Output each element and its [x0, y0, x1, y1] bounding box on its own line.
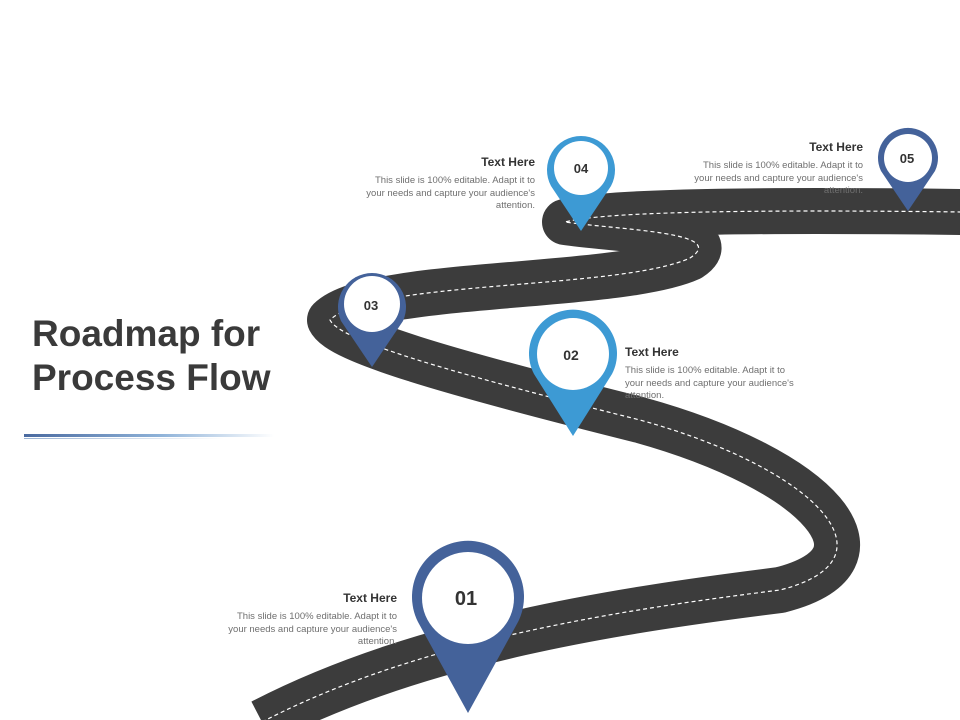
milestone-marker-04: 04	[547, 135, 616, 231]
callout-body: This slide is 100% editable. Adapt it to…	[694, 160, 863, 196]
milestone-number: 04	[574, 161, 589, 176]
callout-heading: Text Here	[625, 345, 679, 359]
page-title: Roadmap for Process Flow	[32, 312, 302, 400]
title-underline	[24, 434, 274, 439]
milestone-marker-01: 01	[412, 540, 525, 713]
callout-heading: Text Here	[809, 140, 863, 154]
callout-body: This slide is 100% editable. Adapt it to…	[625, 365, 794, 401]
milestone-marker-05: 05	[878, 127, 939, 211]
milestone-marker-02: 02	[529, 309, 618, 436]
callout-body: This slide is 100% editable. Adapt it to…	[228, 611, 397, 647]
milestone-callout-04: Text Here This slide is 100% editable. A…	[360, 155, 535, 213]
milestone-number: 01	[455, 588, 477, 610]
milestone-callout-05: Text Here This slide is 100% editable. A…	[688, 140, 863, 198]
milestone-callout-02: Text Here This slide is 100% editable. A…	[625, 345, 800, 403]
road-centerline	[264, 210, 960, 720]
milestone-marker-03: 03	[338, 273, 407, 367]
milestone-number: 02	[563, 347, 579, 363]
milestone-callout-01: Text Here This slide is 100% editable. A…	[222, 591, 397, 649]
callout-heading: Text Here	[343, 591, 397, 605]
page-title-line-1: Roadmap for	[32, 313, 261, 354]
callout-heading: Text Here	[481, 155, 535, 169]
road	[251, 188, 960, 720]
page-title-line-2: Process Flow	[32, 357, 271, 398]
callout-body: This slide is 100% editable. Adapt it to…	[366, 175, 535, 211]
milestone-number: 05	[900, 151, 914, 166]
milestone-number: 03	[364, 298, 378, 313]
